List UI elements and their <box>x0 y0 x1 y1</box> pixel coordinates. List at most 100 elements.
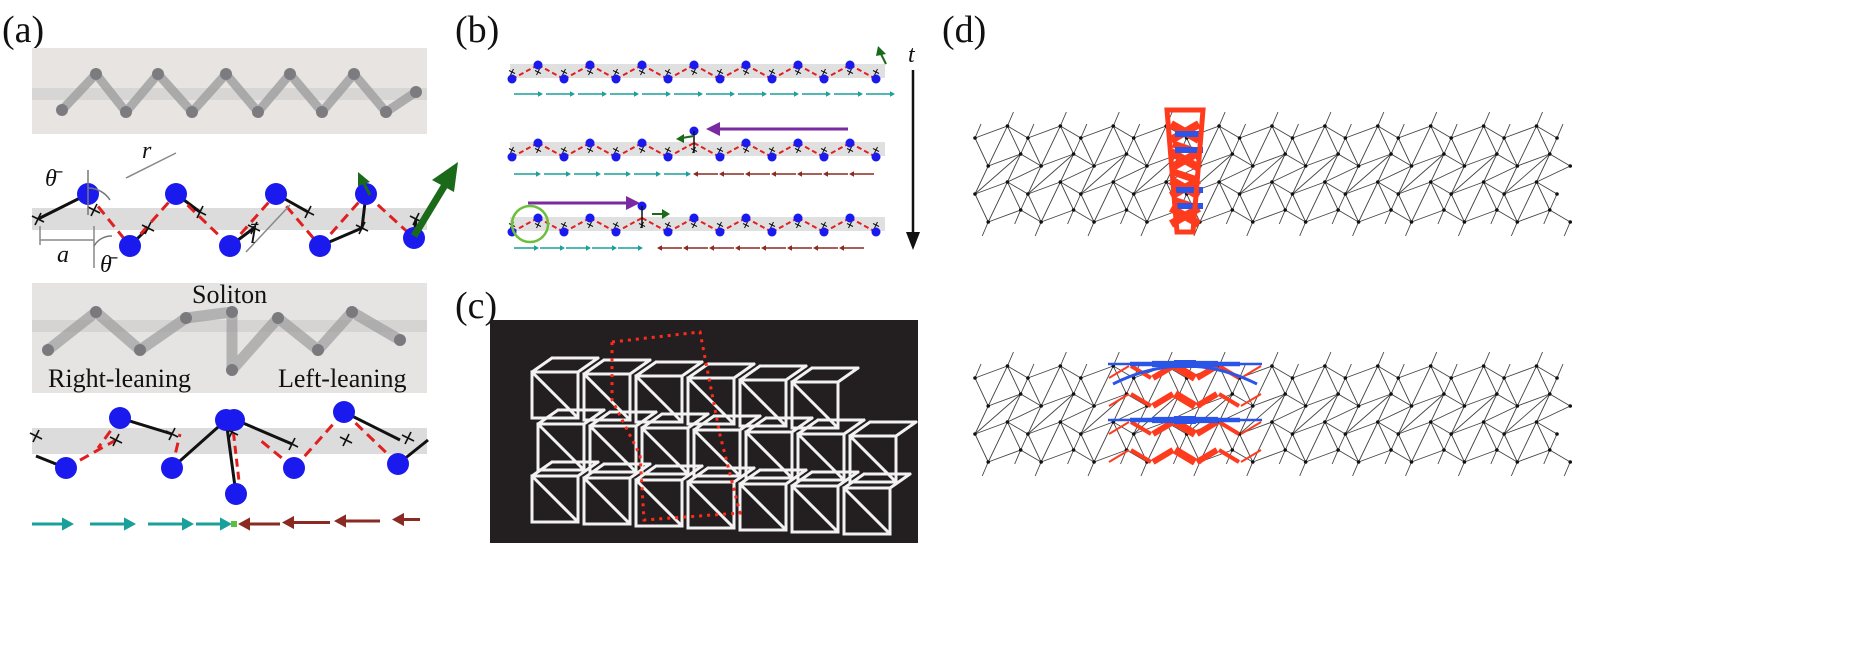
arrow-head <box>634 91 639 97</box>
lattice-site <box>1481 180 1486 184</box>
bond <box>1345 421 1378 435</box>
stressed-bond-red <box>1195 391 1219 409</box>
lattice-cell <box>634 374 684 424</box>
stressed-bond-red <box>1164 107 1206 235</box>
bond <box>1496 433 1505 451</box>
bond <box>1536 181 1558 195</box>
bond <box>1496 209 1518 223</box>
bond <box>1397 393 1445 435</box>
bond <box>1040 153 1074 167</box>
bond <box>1239 125 1273 139</box>
lattice-site <box>1079 376 1083 380</box>
lattice-site <box>1376 180 1380 184</box>
bond <box>1020 393 1042 407</box>
lattice-site <box>1039 220 1043 224</box>
pivot-mark <box>536 68 540 76</box>
lattice-cell <box>634 478 684 528</box>
lattice-site <box>1039 404 1043 408</box>
bond <box>1073 153 1095 167</box>
mass-node <box>689 213 699 223</box>
bond <box>1563 461 1571 477</box>
bond <box>1390 377 1399 395</box>
lattice-site <box>1555 376 1559 380</box>
bond <box>1252 153 1286 167</box>
bond <box>1536 153 1551 183</box>
arrow-head <box>62 517 74 531</box>
bond <box>1450 193 1465 223</box>
bond <box>1292 393 1339 435</box>
bond <box>1252 209 1286 223</box>
bond <box>1292 137 1307 167</box>
lattice-site <box>1303 164 1308 168</box>
bond <box>1007 125 1022 155</box>
lattice-site <box>1376 124 1380 128</box>
lattice-site <box>1323 124 1327 128</box>
bond <box>1027 193 1042 223</box>
bond <box>1390 209 1412 223</box>
bond <box>1450 377 1465 407</box>
bond <box>1271 165 1306 183</box>
stressed-bond-red <box>1108 449 1130 463</box>
bond <box>1324 125 1346 139</box>
mass-node <box>845 60 855 70</box>
bond <box>1252 125 1273 167</box>
lattice-site <box>1462 164 1467 168</box>
bond <box>988 209 1021 223</box>
lattice-site <box>1495 392 1499 396</box>
lattice-site <box>1131 432 1136 436</box>
lattice-site <box>1515 164 1520 168</box>
arrow-head <box>762 91 767 97</box>
arrow-head <box>730 91 735 97</box>
bond <box>1464 181 1485 223</box>
mass-node <box>161 457 183 479</box>
pivot-mark <box>342 433 350 447</box>
bond <box>1337 377 1346 395</box>
bond <box>1020 153 1042 167</box>
pivot-mark <box>614 146 618 154</box>
lattice-cell <box>744 430 794 480</box>
spring <box>511 217 539 233</box>
arrow-head <box>560 245 565 251</box>
bond <box>1345 153 1392 195</box>
mass-node <box>585 60 595 70</box>
mass-node <box>871 74 881 84</box>
bond <box>1007 405 1042 423</box>
bond <box>1284 209 1306 223</box>
lattice-site <box>986 220 991 224</box>
bond <box>1437 209 1445 225</box>
photo-link <box>187 69 231 117</box>
bond <box>1020 209 1042 223</box>
pivot-mark <box>640 146 644 154</box>
bond <box>1059 181 1074 211</box>
bond <box>1080 377 1095 407</box>
lattice-site <box>1336 392 1340 396</box>
arrow-head <box>570 91 575 97</box>
bond <box>1073 137 1082 155</box>
bond <box>1218 421 1233 451</box>
lattice-site <box>1547 392 1552 396</box>
bond <box>1324 421 1339 451</box>
lattice-site <box>1018 208 1023 212</box>
bond <box>1483 181 1505 195</box>
lattice-site <box>1396 432 1401 436</box>
stressed-bond-red <box>1129 420 1153 436</box>
spring <box>641 64 669 80</box>
bond <box>1344 193 1359 223</box>
bond <box>1390 393 1412 407</box>
bond <box>1020 137 1029 155</box>
bond <box>1503 393 1551 435</box>
photo-bolt <box>312 344 324 356</box>
bond <box>1186 393 1233 435</box>
bond <box>1516 365 1537 407</box>
spring <box>174 192 232 248</box>
mass-node <box>559 152 569 162</box>
spring <box>719 142 747 158</box>
mass-node <box>767 227 777 237</box>
bond <box>1225 209 1233 225</box>
bond <box>1080 365 1114 379</box>
lattice-site <box>1092 460 1096 464</box>
bond <box>1450 363 1458 379</box>
arrow-head <box>719 171 724 177</box>
stressed-bond-blue <box>1112 364 1258 386</box>
mass-node <box>165 183 187 205</box>
